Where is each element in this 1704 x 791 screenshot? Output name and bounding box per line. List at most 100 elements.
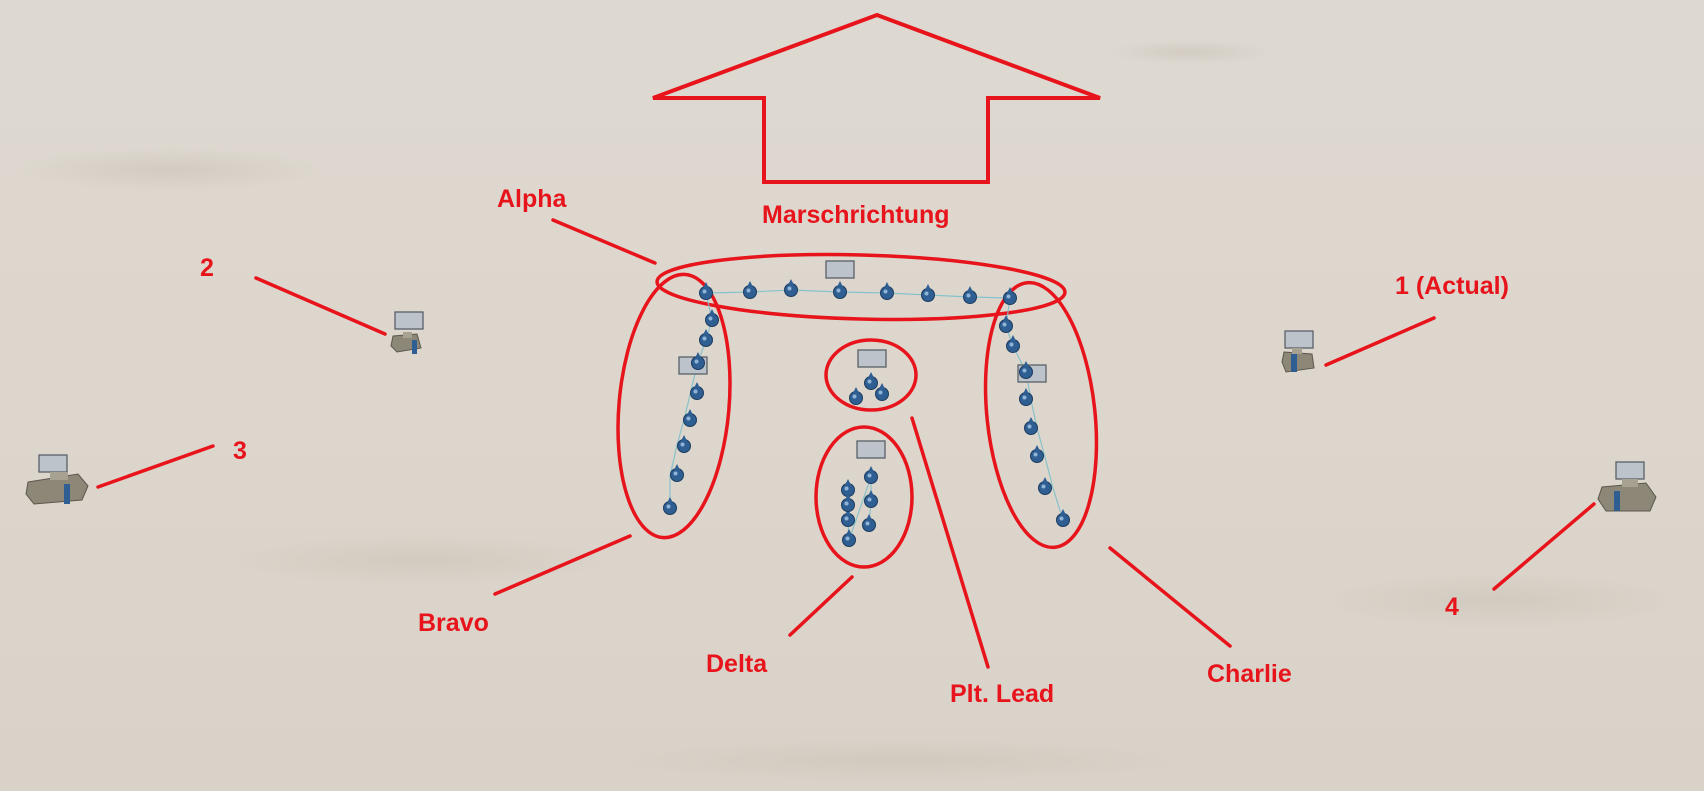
terrain-patch — [20, 148, 320, 192]
soldier-icon — [849, 391, 863, 405]
soldier-direction-icon — [868, 372, 874, 378]
charlie-soldier[interactable] — [1038, 477, 1052, 495]
bravo-soldier[interactable] — [705, 309, 719, 327]
bravo-squad-outline — [616, 272, 732, 540]
vehicle-1-marker[interactable] — [1284, 330, 1314, 349]
vehicle-2-marker[interactable] — [394, 311, 424, 330]
leader-line-charlie — [1108, 546, 1232, 648]
platoon-lead-soldier[interactable] — [849, 387, 863, 405]
soldier-highlight — [702, 289, 707, 294]
charlie-soldier[interactable] — [1006, 335, 1020, 353]
soldier-highlight — [1009, 342, 1014, 347]
charlie-soldier[interactable] — [1056, 509, 1070, 527]
plt-lead-marker[interactable] — [857, 349, 887, 368]
delta-soldier[interactable] — [842, 529, 856, 547]
alpha-soldier[interactable] — [1003, 287, 1017, 305]
charlie-soldier[interactable] — [1019, 361, 1033, 379]
bravo-soldier[interactable] — [677, 435, 691, 453]
alpha-soldier[interactable] — [743, 281, 757, 299]
alpha-soldier[interactable] — [880, 282, 894, 300]
delta-soldier[interactable] — [864, 466, 878, 484]
vehicle-3-marker[interactable] — [38, 454, 68, 473]
alpha-marker[interactable] — [825, 260, 855, 279]
bravo-label: Bravo — [418, 609, 489, 637]
soldier-highlight — [844, 486, 849, 491]
vehicle-crew — [1614, 491, 1620, 511]
soldier-highlight — [787, 286, 792, 291]
vehicle-3[interactable] — [25, 472, 89, 505]
alpha-soldier[interactable] — [784, 279, 798, 297]
soldier-direction-icon — [879, 383, 885, 389]
soldier-icon — [1038, 481, 1052, 495]
soldier-icon — [677, 439, 691, 453]
soldier-highlight — [1022, 395, 1027, 400]
charlie-soldier[interactable] — [1024, 417, 1038, 435]
vehicle-4-marker[interactable] — [1615, 461, 1645, 480]
vehicle-1[interactable] — [1281, 348, 1315, 373]
soldier-highlight — [686, 416, 691, 421]
soldier-icon — [663, 501, 677, 515]
delta-soldier[interactable] — [862, 514, 876, 532]
soldier-highlight — [865, 521, 870, 526]
soldier-direction-icon — [1060, 509, 1066, 515]
soldier-direction-icon — [1028, 417, 1034, 423]
alpha-soldier[interactable] — [921, 284, 935, 302]
delta-soldier[interactable] — [841, 494, 855, 512]
soldier-icon — [841, 513, 855, 527]
soldier-icon — [1019, 365, 1033, 379]
soldier-icon — [864, 376, 878, 390]
delta-label: Delta — [706, 650, 768, 678]
bravo-soldier[interactable] — [683, 409, 697, 427]
soldier-highlight — [852, 394, 857, 399]
soldier-direction-icon — [884, 282, 890, 288]
vehicle-crew — [1291, 354, 1297, 372]
alpha-squad-outline — [655, 252, 1067, 322]
bravo-soldier[interactable] — [691, 352, 705, 370]
bravo-soldier[interactable] — [699, 329, 713, 347]
soldier-icon — [1019, 392, 1033, 406]
alpha-label: Alpha — [497, 185, 567, 213]
charlie-soldier[interactable] — [1030, 445, 1044, 463]
charlie-soldier[interactable] — [1019, 388, 1033, 406]
vehicle-4[interactable] — [1597, 479, 1657, 512]
soldier-direction-icon — [868, 490, 874, 496]
soldier-highlight — [1041, 484, 1046, 489]
delta-marker[interactable] — [856, 440, 886, 459]
vehicle-2[interactable] — [390, 332, 422, 354]
vehicle-turret — [50, 472, 68, 480]
alpha-soldier[interactable] — [699, 282, 713, 300]
soldier-direction-icon — [709, 309, 715, 315]
soldier-icon — [875, 387, 889, 401]
soldier-direction-icon — [1023, 361, 1029, 367]
bravo-soldier[interactable] — [663, 497, 677, 515]
alpha-soldier[interactable] — [833, 281, 847, 299]
soldier-direction-icon — [1007, 287, 1013, 293]
soldier-icon — [699, 333, 713, 347]
soldier-icon — [864, 470, 878, 484]
soldier-highlight — [867, 379, 872, 384]
vehicle-turret — [1292, 348, 1302, 354]
delta-soldier[interactable] — [864, 490, 878, 508]
soldier-icon — [841, 498, 855, 512]
charlie-soldier[interactable] — [999, 315, 1013, 333]
bravo-soldier[interactable] — [690, 382, 704, 400]
charlie-label: Charlie — [1207, 660, 1292, 688]
soldier-icon — [862, 518, 876, 532]
soldier-direction-icon — [846, 529, 852, 535]
vehicle-turret — [1622, 479, 1638, 487]
soldier-icon — [1024, 421, 1038, 435]
vehicle-2-label: 2 — [200, 254, 214, 282]
soldier-direction-icon — [853, 387, 859, 393]
soldier-direction-icon — [681, 435, 687, 441]
alpha-soldier[interactable] — [963, 286, 977, 304]
soldier-highlight — [694, 359, 699, 364]
soldier-direction-icon — [667, 497, 673, 503]
soldier-highlight — [1027, 424, 1032, 429]
soldier-direction-icon — [837, 281, 843, 287]
bravo-soldier[interactable] — [670, 464, 684, 482]
platoon-lead-soldier[interactable] — [864, 372, 878, 390]
soldier-icon — [833, 285, 847, 299]
platoon-lead-soldier[interactable] — [875, 383, 889, 401]
charlie-squad-outline — [983, 280, 1099, 550]
soldier-icon — [1003, 291, 1017, 305]
